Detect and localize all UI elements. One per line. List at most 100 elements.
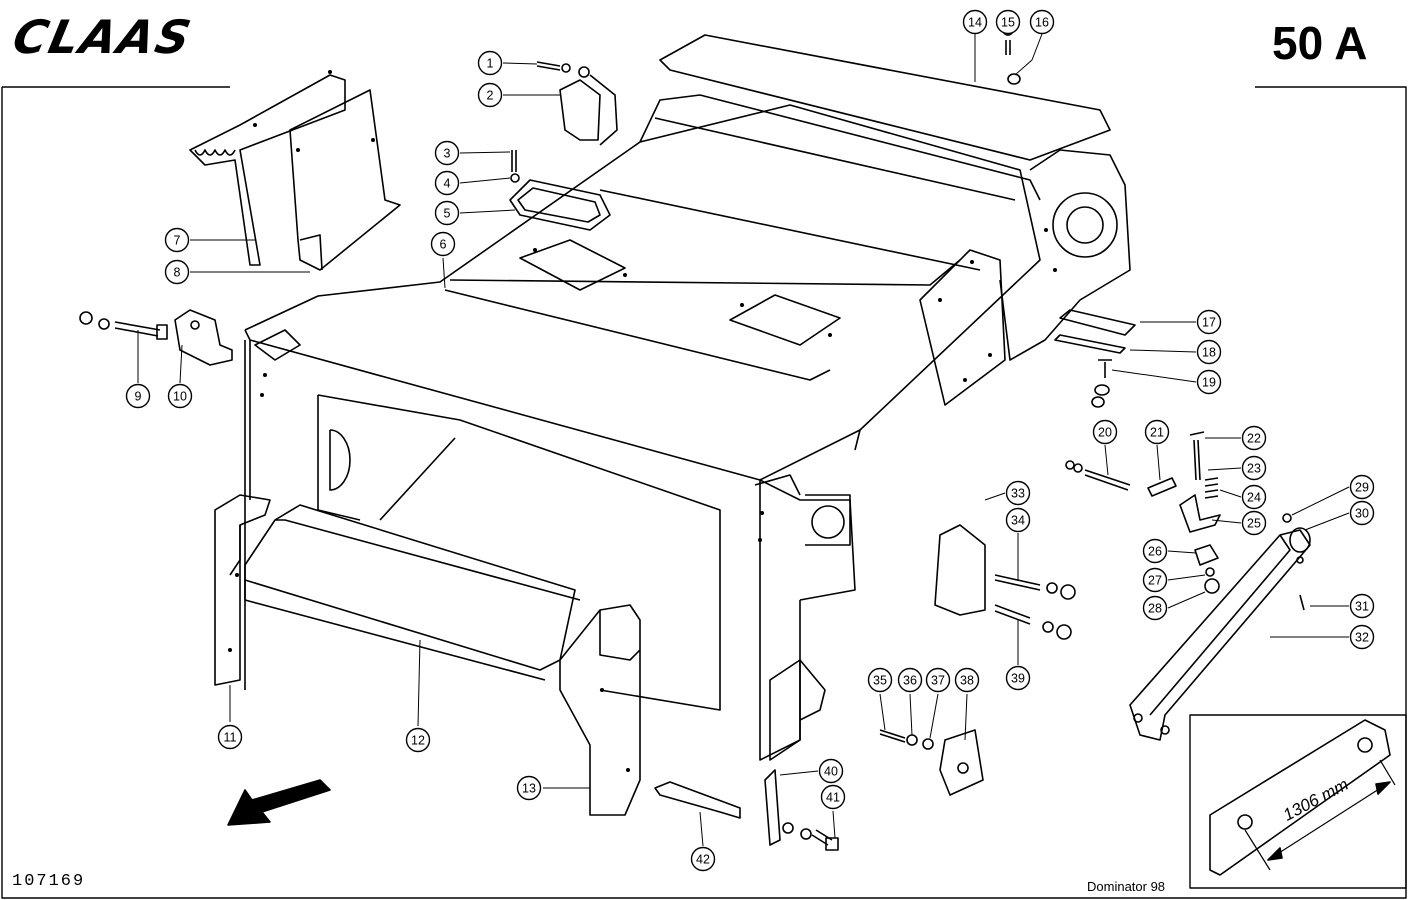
center-bracket: [559, 604, 641, 816]
callout-41: 41: [820, 784, 846, 810]
model-name: Dominator 98: [1087, 879, 1166, 894]
callout-circle: [1241, 425, 1267, 451]
part-18-strip: [1054, 334, 1126, 354]
front-beam: [244, 504, 576, 671]
callout-13: 13: [516, 775, 542, 801]
callout-label: 38: [960, 674, 974, 688]
part-17-strip: [1059, 309, 1136, 336]
part-25-bracket: [1179, 494, 1221, 533]
callout-4: 4: [434, 170, 460, 196]
callout-circle: [1349, 624, 1375, 650]
part-40-strip: [764, 769, 781, 846]
drawing-number: 107169: [12, 872, 86, 891]
callout-label: 3: [444, 147, 451, 161]
callout-label: 42: [696, 853, 710, 867]
callout-18: 18: [1196, 339, 1222, 365]
callout-label: 27: [1148, 574, 1162, 588]
callout-26: 26: [1142, 538, 1168, 564]
callout-circle: [1349, 474, 1375, 500]
detail-box: [1189, 714, 1407, 889]
callout-label: 12: [411, 734, 425, 748]
callout-23: 23: [1241, 455, 1267, 481]
side-plate: [919, 249, 1006, 406]
callout-circle: [1142, 595, 1168, 621]
callout-40: 40: [818, 758, 844, 784]
callout-34: 34: [1005, 507, 1031, 533]
callout-label: 9: [135, 390, 142, 404]
top-cover: [659, 34, 1111, 161]
callout-label: 22: [1247, 432, 1261, 446]
part-9-bolt: [114, 321, 161, 337]
part-7-plate: [189, 74, 346, 266]
callout-label: 23: [1247, 462, 1261, 476]
callout-circle: [925, 667, 951, 693]
callout-label: 34: [1011, 514, 1025, 528]
callout-1: 1: [477, 50, 503, 76]
callout-label: 30: [1355, 507, 1369, 521]
callout-label: 13: [522, 782, 536, 796]
callout-circle: [164, 259, 190, 285]
callout-28: 28: [1142, 595, 1168, 621]
callout-17: 17: [1196, 309, 1222, 335]
callout-9: 9: [125, 383, 151, 409]
callout-label: 35: [873, 674, 887, 688]
callout-25: 25: [1241, 510, 1267, 536]
callout-circle: [1241, 455, 1267, 481]
callout-27: 27: [1142, 567, 1168, 593]
callout-label: 31: [1355, 600, 1369, 614]
callout-label: 19: [1202, 376, 1216, 390]
callout-label: 16: [1035, 16, 1049, 30]
callout-39: 39: [1005, 665, 1031, 691]
page-frame: [1, 86, 1407, 899]
part-20-bolt: [1084, 469, 1131, 491]
callout-circle: [430, 231, 456, 257]
callout-35: 35: [867, 667, 893, 693]
callout-circle: [164, 227, 190, 253]
callout-21: 21: [1144, 419, 1170, 445]
callout-label: 26: [1148, 545, 1162, 559]
callout-label: 5: [444, 207, 451, 221]
callout-32: 32: [1349, 624, 1375, 650]
left-bracket: [214, 494, 271, 686]
callout-circle: [1029, 9, 1055, 35]
callout-3: 3: [434, 140, 460, 166]
callout-label: 1: [487, 57, 494, 71]
callout-circle: [434, 140, 460, 166]
callout-label: 25: [1247, 517, 1261, 531]
callout-14: 14: [962, 9, 988, 35]
frame-top-deck: [244, 104, 1041, 451]
callout-circle: [1241, 510, 1267, 536]
part-22-bolt: [1193, 439, 1201, 481]
callout-8: 8: [164, 259, 190, 285]
callout-24: 24: [1241, 484, 1267, 510]
callout-label: 24: [1247, 491, 1261, 505]
callout-label: 41: [826, 791, 840, 805]
callout-circle: [1005, 480, 1031, 506]
callout-circle: [434, 170, 460, 196]
callout-circle: [1241, 484, 1267, 510]
callout-circle: [690, 846, 716, 872]
callout-7: 7: [164, 227, 190, 253]
part-21-pin: [1147, 477, 1177, 497]
callout-circle: [818, 758, 844, 784]
callout-label: 40: [824, 765, 838, 779]
deck-hatch-1: [519, 239, 626, 291]
callout-30: 30: [1349, 500, 1375, 526]
callout-label: 20: [1098, 426, 1112, 440]
callout-circle: [867, 667, 893, 693]
part-42-angle: [654, 781, 741, 819]
callout-31: 31: [1349, 593, 1375, 619]
callout-label: 29: [1355, 481, 1369, 495]
sheet-number: 50 A: [1272, 17, 1368, 69]
travel-direction-arrow: [227, 779, 331, 826]
callout-circle: [516, 775, 542, 801]
callout-37: 37: [925, 667, 951, 693]
callout-circle: [1142, 567, 1168, 593]
callout-label: 32: [1355, 631, 1369, 645]
callout-circle: [962, 9, 988, 35]
callout-38: 38: [954, 667, 980, 693]
callout-circle: [954, 667, 980, 693]
callout-label: 6: [440, 238, 447, 252]
